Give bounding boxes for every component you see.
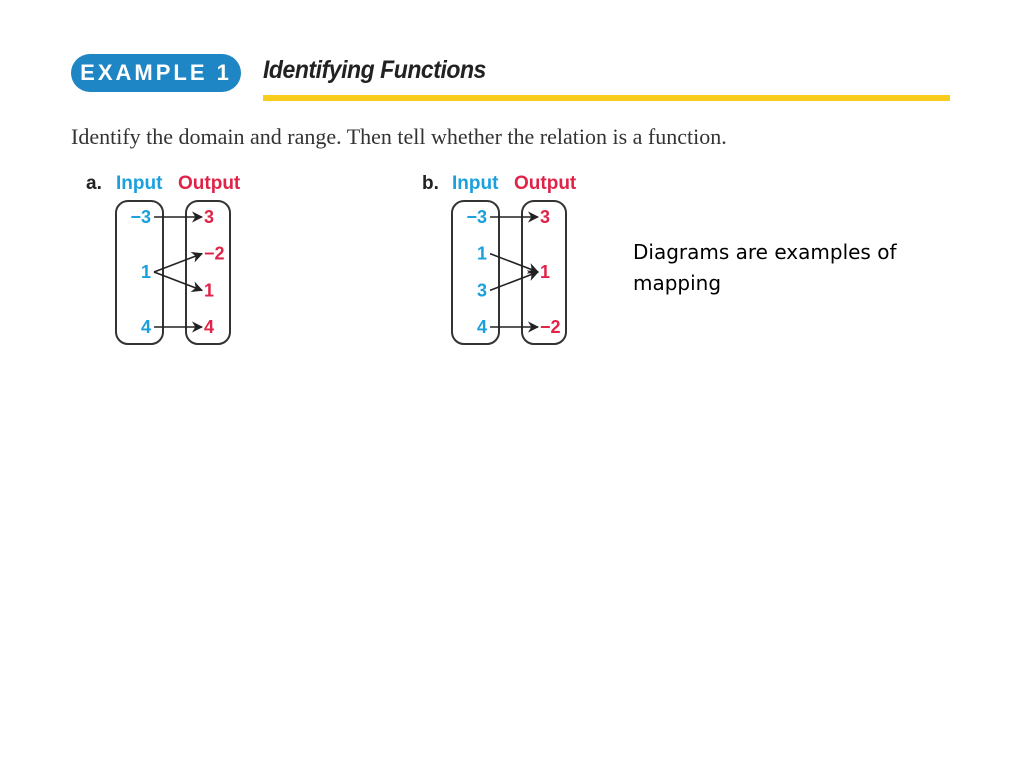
output-oval bbox=[185, 200, 231, 345]
input-oval bbox=[451, 200, 500, 345]
mapping-arrow bbox=[489, 252, 540, 274]
input-value: 4 bbox=[141, 317, 151, 337]
mapping-diagram-b: b. Input Output −3 1 3 4 3 1 −2 bbox=[418, 166, 588, 351]
input-value: 1 bbox=[477, 244, 487, 264]
output-value: 1 bbox=[540, 262, 550, 282]
mapping-diagram-b-svg: b. Input Output −3 1 3 4 3 1 −2 bbox=[422, 173, 577, 345]
input-oval bbox=[115, 200, 164, 345]
title-underline bbox=[263, 95, 950, 101]
output-value: 3 bbox=[540, 207, 550, 227]
instruction-text: Identify the domain and range. Then tell… bbox=[71, 124, 727, 149]
output-value: 1 bbox=[204, 280, 214, 300]
example-title: Identifying Functions bbox=[263, 56, 486, 84]
input-header: Input bbox=[452, 173, 499, 194]
input-value: 3 bbox=[477, 280, 487, 300]
input-header: Input bbox=[116, 173, 163, 194]
mapping-arrow bbox=[153, 271, 204, 292]
input-value: −3 bbox=[130, 207, 151, 227]
part-label: a. bbox=[86, 173, 102, 194]
input-value: 1 bbox=[141, 262, 151, 282]
output-value: −2 bbox=[540, 317, 561, 337]
example-badge: EXAMPLE 1 bbox=[71, 54, 241, 92]
output-header: Output bbox=[178, 173, 241, 194]
mapping-note: Diagrams are examples of mapping bbox=[633, 240, 897, 295]
mapping-arrow bbox=[153, 252, 204, 273]
input-value: −3 bbox=[466, 207, 487, 227]
output-value: 3 bbox=[204, 207, 214, 227]
output-oval bbox=[521, 200, 567, 345]
mapping-arrow bbox=[489, 270, 540, 292]
input-value: 4 bbox=[477, 317, 487, 337]
output-value: 4 bbox=[204, 317, 214, 337]
part-label: b. bbox=[422, 173, 439, 194]
output-value: −2 bbox=[204, 244, 225, 264]
mapping-diagram-a-svg: a. Input Output −3 1 4 3 −2 1 4 bbox=[86, 173, 241, 345]
mapping-diagram-a: a. Input Output −3 1 4 3 −2 1 4 bbox=[82, 166, 252, 351]
output-header: Output bbox=[514, 173, 577, 194]
